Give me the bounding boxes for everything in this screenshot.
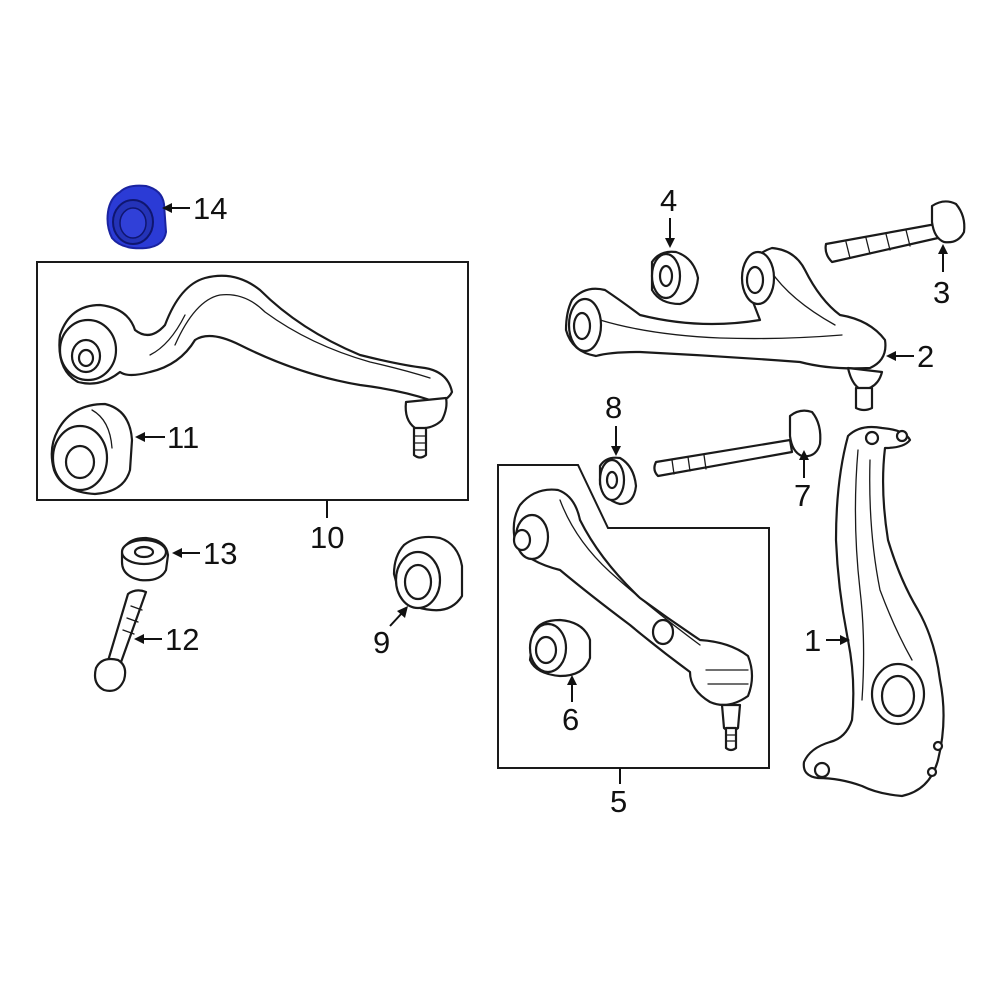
- callout-6: 6: [562, 675, 579, 737]
- callout-6-label: 6: [562, 702, 579, 737]
- part-4-nut[interactable]: [650, 250, 700, 306]
- part-3-bolt[interactable]: [824, 200, 966, 264]
- part-12-bolt[interactable]: [93, 589, 148, 692]
- callout-4-label: 4: [660, 183, 677, 218]
- callout-14-label: 14: [193, 191, 227, 226]
- callout-11: 11: [135, 420, 199, 455]
- part-2-upper-control-arm[interactable]: [564, 246, 887, 412]
- part-8-washer[interactable]: [598, 456, 638, 506]
- callout-12: 12: [134, 622, 199, 657]
- part-5-lower-control-arm[interactable]: [512, 488, 754, 752]
- callout-1: 1: [804, 623, 850, 658]
- callout-9: 9: [373, 606, 408, 660]
- callout-5: 5: [610, 768, 627, 819]
- group-box-5: [497, 464, 770, 769]
- part-6-bushing[interactable]: [528, 618, 592, 678]
- part-9-bushing[interactable]: [392, 535, 464, 612]
- callout-4: 4: [660, 183, 677, 248]
- callout-2-label: 2: [917, 339, 934, 374]
- callout-12-label: 12: [165, 622, 199, 657]
- part-7-bolt[interactable]: [653, 409, 822, 478]
- callout-5-label: 5: [610, 784, 627, 819]
- callout-3: 3: [933, 244, 950, 310]
- callout-7: 7: [794, 450, 811, 513]
- part-14-bushing[interactable]: [106, 184, 168, 250]
- callout-10: 10: [310, 500, 344, 555]
- group-box-10: [36, 261, 469, 501]
- callout-8: 8: [605, 390, 622, 456]
- part-11-bushing[interactable]: [50, 402, 134, 496]
- callout-9-label: 9: [373, 625, 390, 660]
- callout-7-label: 7: [794, 478, 811, 513]
- callout-1-label: 1: [804, 623, 821, 658]
- callout-13: 13: [172, 536, 237, 571]
- part-1-steering-knuckle[interactable]: [802, 425, 945, 798]
- part-10-lower-control-arm[interactable]: [58, 274, 454, 459]
- callout-3-label: 3: [933, 275, 950, 310]
- callout-11-label: 11: [167, 420, 199, 455]
- callout-10-label: 10: [310, 520, 344, 555]
- callout-2: 2: [886, 339, 934, 374]
- callout-8-label: 8: [605, 390, 622, 425]
- callout-14: 14: [162, 191, 227, 226]
- callout-13-label: 13: [203, 536, 237, 571]
- part-13-washer[interactable]: [120, 536, 170, 582]
